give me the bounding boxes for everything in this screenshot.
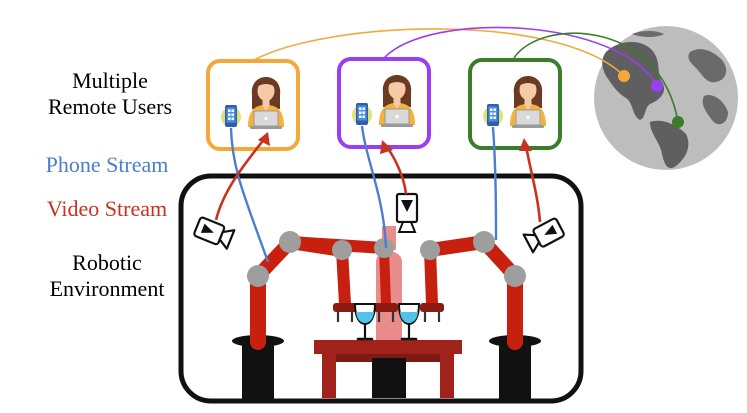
video-stream-arrowheads [258, 132, 532, 154]
robot-arm-left [247, 231, 394, 350]
robot-arm-right [420, 231, 526, 350]
robotic-environment-label: Robotic Environment [22, 250, 192, 302]
connection-user-purple [383, 26, 658, 87]
robotic-environment-label-line2: Environment [49, 276, 165, 301]
robot-pedestal-left [232, 335, 284, 399]
robotic-environment-label-line1: Robotic [72, 250, 142, 275]
remote-user-green [468, 58, 562, 150]
location-marker-purple [651, 80, 663, 92]
remote-user-orange [206, 59, 300, 151]
location-marker-green [672, 116, 684, 128]
phone-stream-lines [229, 125, 498, 263]
video-stream-label: Video Stream [46, 196, 168, 221]
network-connections [253, 26, 679, 123]
remote-users-label-line2: Remote Users [47, 94, 173, 119]
connection-user-orange [253, 28, 625, 77]
connection-user-green [513, 32, 679, 123]
globe-location-markers [618, 70, 684, 128]
camera-icon [395, 192, 419, 233]
robot-pedestal-center [372, 358, 406, 398]
woman-with-laptop-icon [378, 74, 416, 128]
phone-stream-label: Phone Stream [45, 152, 169, 177]
woman-with-laptop-icon [247, 76, 285, 130]
globe-icon [594, 26, 738, 170]
remote-user-purple [337, 57, 431, 149]
robot-pedestal-right [489, 335, 541, 399]
remote-users-label: Multiple Remote Users [30, 68, 190, 120]
remote-users-label-line1: Multiple [72, 68, 148, 93]
location-marker-orange [618, 70, 630, 82]
woman-with-laptop-icon [509, 75, 547, 129]
